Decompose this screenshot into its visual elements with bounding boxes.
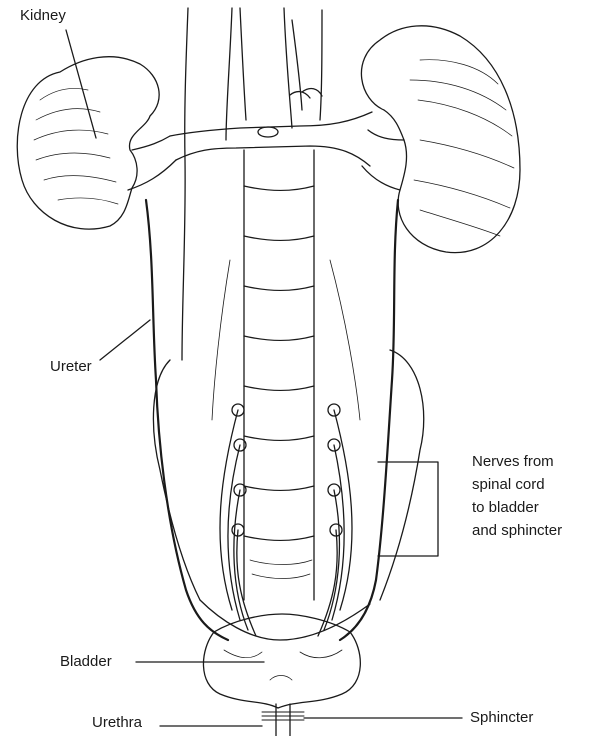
label-kidney: Kidney xyxy=(20,6,66,26)
leader-lines xyxy=(66,30,462,726)
label-ureter: Ureter xyxy=(50,357,92,377)
left-kidney xyxy=(17,57,176,229)
label-urethra: Urethra xyxy=(92,713,142,733)
label-nerves-line-4: and sphincter xyxy=(472,519,562,542)
spine xyxy=(244,150,314,600)
leader-kidney xyxy=(66,30,96,138)
label-bladder: Bladder xyxy=(60,652,112,672)
great-vessels xyxy=(182,8,322,360)
label-nerves-line-3: to bladder xyxy=(472,496,562,519)
right-kidney xyxy=(361,26,520,253)
label-nerves: Nerves from spinal cord to bladder and s… xyxy=(472,450,562,542)
leader-ureter xyxy=(100,320,150,360)
label-nerves-line-2: spinal cord xyxy=(472,473,562,496)
urethra-sphincter xyxy=(262,704,304,736)
bladder xyxy=(203,614,360,708)
label-nerves-line-1: Nerves from xyxy=(472,450,562,473)
label-sphincter: Sphincter xyxy=(470,708,533,728)
renal-vessels xyxy=(170,112,372,166)
spinal-nerves xyxy=(212,260,360,636)
